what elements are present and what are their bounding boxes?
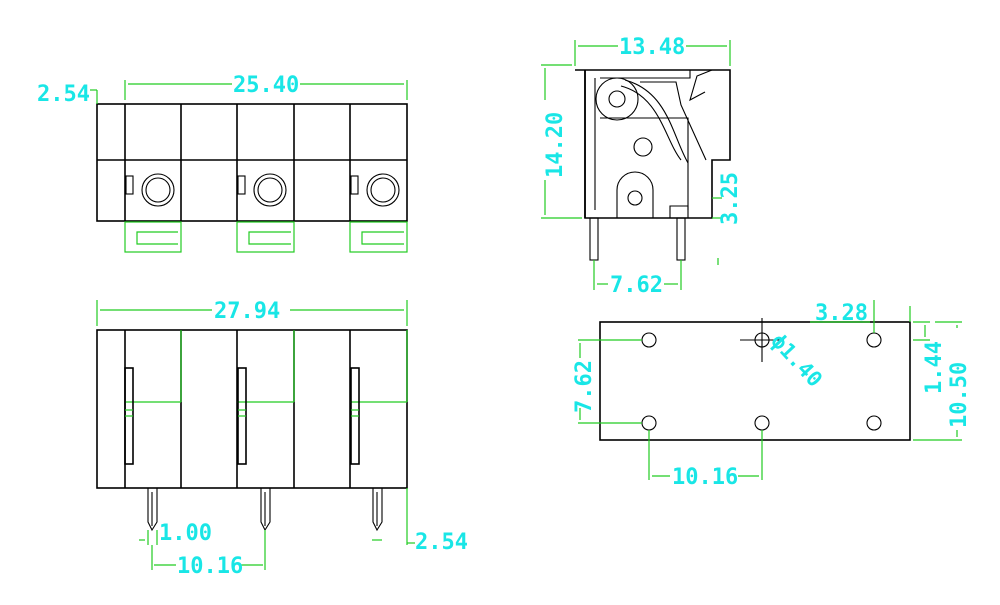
mounting-hole <box>754 415 770 431</box>
mounting-hole <box>641 415 657 431</box>
pin <box>260 488 271 532</box>
side-pin <box>589 217 599 261</box>
side-pin <box>676 217 686 261</box>
dim-side-height: 14.20 <box>543 112 568 178</box>
top-view-outline <box>96 103 408 222</box>
wire-entry-mark <box>349 221 408 253</box>
dim-side-width: 13.48 <box>619 35 685 60</box>
screw-terminal <box>237 173 287 207</box>
dim-side-pin-offset: 3.25 <box>718 172 743 225</box>
dim-hole-diameter: ϕ1.40 <box>766 329 827 392</box>
dim-hole-edge-offset: 1.44 <box>922 341 947 394</box>
dim-footprint-height: 10.50 <box>947 362 972 428</box>
dim-hole-spacing: 3.28 <box>815 301 868 326</box>
dim-top-pitch-offset: 2.54 <box>37 82 90 107</box>
dim-pin-end-offset: 2.54 <box>415 530 468 555</box>
dim-hole-pitch: 10.16 <box>672 465 738 490</box>
dim-side-pin-spacing: 7.62 <box>610 273 663 298</box>
screw-terminal <box>350 173 400 207</box>
footprint-outline <box>599 321 911 441</box>
pin <box>372 488 383 532</box>
screw-terminal <box>125 173 175 207</box>
pin <box>147 488 158 532</box>
top-view: 25.40 2.54 <box>37 73 408 253</box>
lever-pivot <box>595 77 639 121</box>
dim-pin-pitch: 10.16 <box>177 554 243 579</box>
dim-top-width: 25.40 <box>233 73 299 98</box>
dim-front-width: 27.94 <box>214 299 280 324</box>
wire-entry-mark <box>124 221 182 253</box>
mounting-hole <box>641 332 657 348</box>
front-view: 27.94 1.00 10.16 2.54 <box>96 299 468 579</box>
wire-entry-mark <box>236 221 295 253</box>
footprint-view: 3.28 ϕ1.40 7.62 10.16 1.44 10.50 <box>572 300 972 490</box>
dim-pin-width: 1.00 <box>159 521 212 546</box>
front-view-outline <box>96 329 408 489</box>
mounting-hole <box>866 415 882 431</box>
dim-hole-row-spacing: 7.62 <box>572 360 597 413</box>
mounting-hole <box>866 332 882 348</box>
side-view: 13.48 14.20 3.25 7.62 <box>541 35 743 298</box>
